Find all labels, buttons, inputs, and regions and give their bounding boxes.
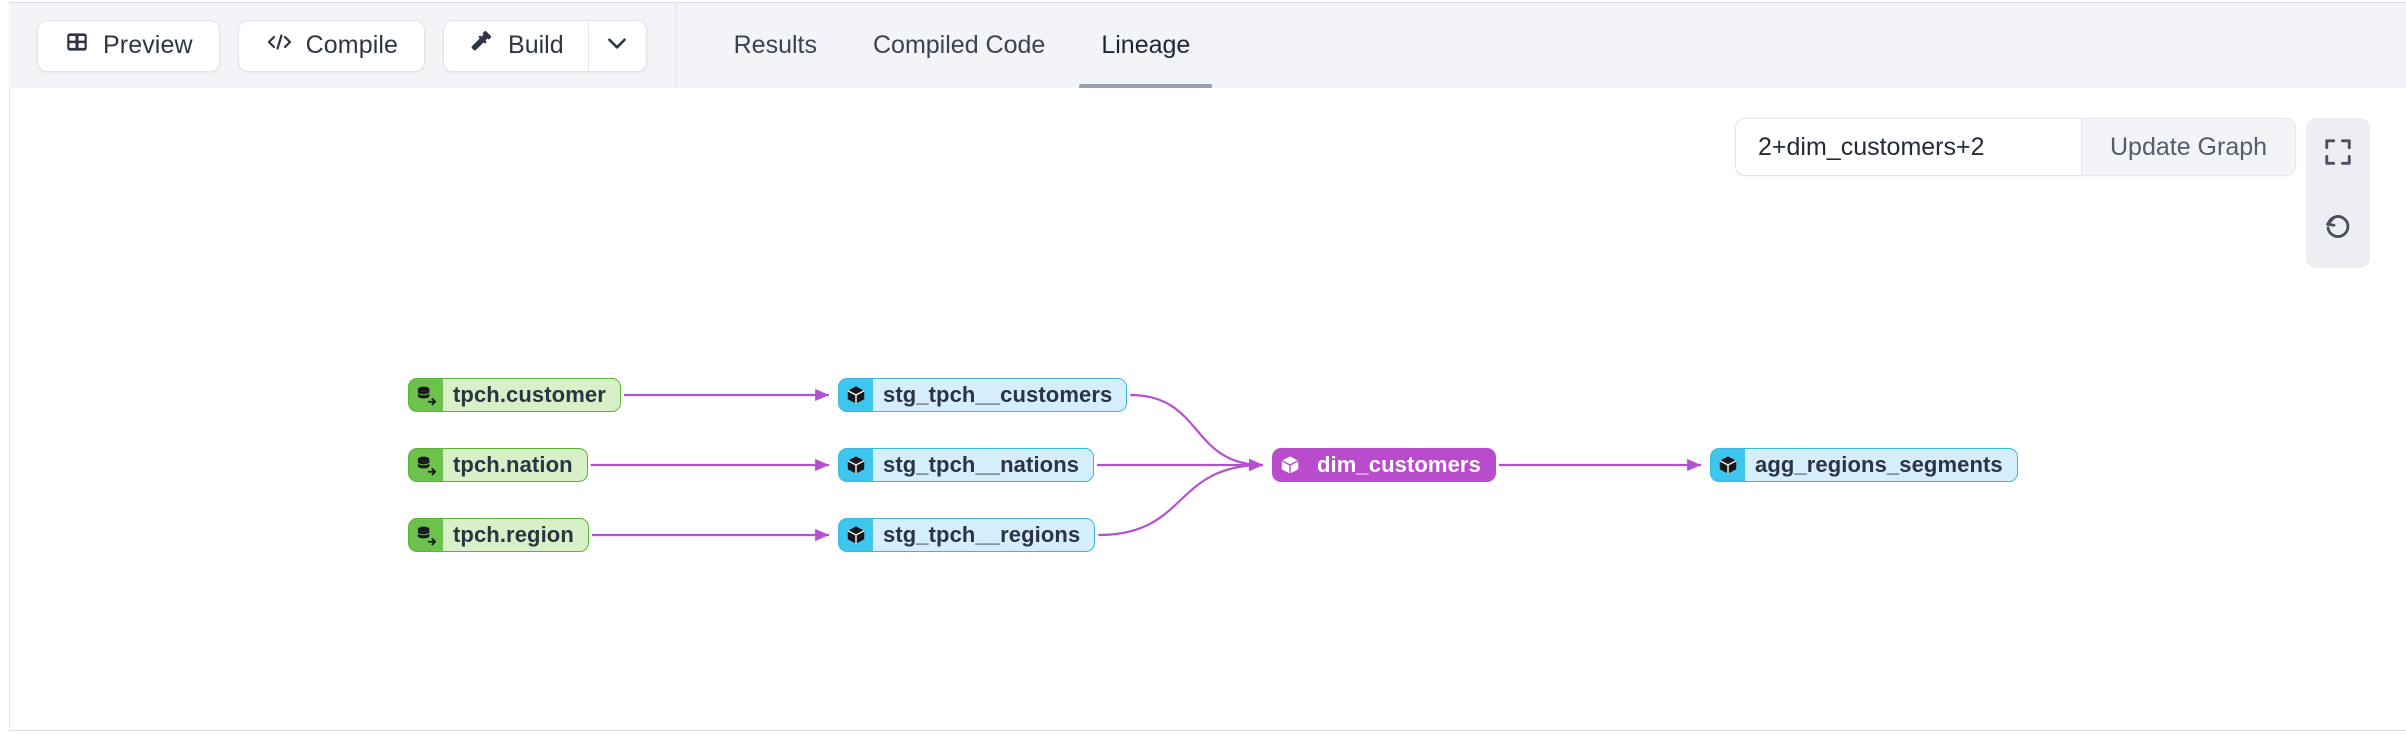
cube-icon (839, 379, 873, 411)
lineage-node-stg_tpch_nations[interactable]: stg_tpch__nations (838, 448, 1095, 482)
build-dropdown-button[interactable] (587, 20, 646, 71)
cube-icon (1711, 449, 1745, 481)
reset-button[interactable] (2312, 202, 2364, 254)
lineage-node-dim_customers[interactable]: dim_customers (1272, 448, 1496, 482)
lineage-node-tpch_region[interactable]: tpch.region (408, 518, 589, 552)
lineage-node-tpch_customer[interactable]: tpch.customer (408, 378, 621, 412)
lineage-node-agg_regions_segments[interactable]: agg_regions_segments (1710, 448, 2018, 482)
tab-bar: Results Compiled Code Lineage (706, 3, 1219, 89)
node-selector-input[interactable] (1736, 119, 2081, 175)
database-source-icon (409, 379, 443, 411)
cube-icon (1273, 449, 1307, 481)
tab-lineage-label: Lineage (1101, 31, 1191, 59)
table-icon (64, 29, 90, 62)
lineage-node-label: agg_regions_segments (1745, 449, 2017, 481)
compile-button[interactable]: Compile (237, 19, 426, 72)
cube-icon (839, 519, 873, 551)
database-source-icon (409, 519, 443, 551)
lineage-node-label: tpch.nation (443, 449, 587, 481)
lineage-node-label: tpch.region (443, 519, 588, 551)
build-button-group: Build (443, 19, 647, 72)
tab-results[interactable]: Results (706, 3, 845, 89)
lineage-node-tpch_nation[interactable]: tpch.nation (408, 448, 588, 482)
lineage-node-stg_tpch_regions[interactable]: stg_tpch__regions (838, 518, 1096, 552)
lineage-node-label: stg_tpch__nations (873, 449, 1094, 481)
code-icon (265, 29, 293, 62)
reset-icon (2323, 211, 2353, 246)
lineage-node-label: tpch.customer (443, 379, 620, 411)
preview-button-label: Preview (103, 31, 193, 59)
graph-selector-group: Update Graph (1735, 118, 2297, 176)
fullscreen-button[interactable] (2312, 128, 2364, 180)
tab-lineage[interactable]: Lineage (1073, 3, 1218, 89)
tab-results-label: Results (733, 31, 817, 59)
chevron-down-icon (604, 30, 630, 61)
build-button-label: Build (508, 31, 564, 59)
update-graph-button-label: Update Graph (2110, 132, 2268, 161)
tab-compiled-code-label: Compiled Code (873, 31, 1046, 59)
lineage-node-label: stg_tpch__customers (873, 379, 1127, 411)
lineage-canvas[interactable]: tpch.customer tpch.nation tpch.region stg_t… (9, 88, 2406, 731)
action-button-group: Preview Compile (9, 3, 647, 88)
cube-icon (839, 449, 873, 481)
lineage-graph: tpch.customer tpch.nation tpch.region stg_t… (10, 88, 2406, 730)
compile-button-label: Compile (305, 31, 399, 59)
fullscreen-icon (2323, 137, 2353, 172)
preview-button[interactable]: Preview (37, 19, 220, 72)
lineage-edge (1130, 393, 1264, 472)
build-button[interactable]: Build (444, 21, 588, 71)
lineage-node-label: dim_customers (1307, 449, 1495, 481)
lineage-edge (1098, 458, 1264, 537)
top-toolbar: Preview Compile (9, 2, 2406, 89)
graph-icon-rail (2306, 118, 2370, 268)
database-source-icon (409, 449, 443, 481)
lineage-edges (590, 388, 1701, 542)
toolbar-divider (674, 2, 676, 89)
lineage-node-stg_tpch_customers[interactable]: stg_tpch__customers (838, 378, 1128, 412)
tab-compiled-code[interactable]: Compiled Code (845, 3, 1073, 89)
hammer-icon (468, 29, 495, 62)
lineage-node-label: stg_tpch__regions (873, 519, 1095, 551)
update-graph-button[interactable]: Update Graph (2081, 119, 2296, 175)
